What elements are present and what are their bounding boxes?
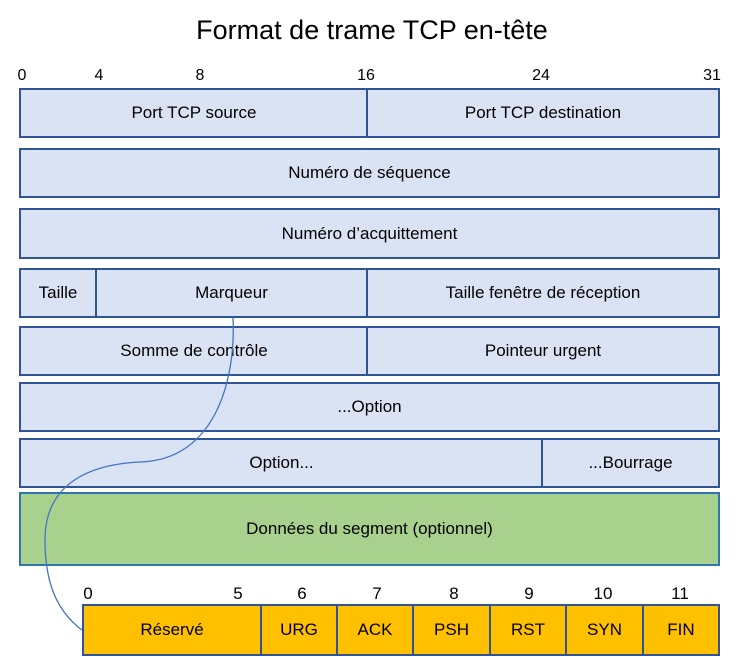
field-flags: Marqueur (95, 268, 368, 318)
flag-syn: SYN (565, 604, 644, 656)
bit-label-24: 24 (532, 67, 550, 84)
field-segment-data: Données du segment (optionnel) (19, 492, 720, 566)
bit-label-0: 0 (17, 67, 27, 84)
flag-index-10: 10 (593, 584, 613, 603)
bit-label-16: 16 (357, 67, 375, 84)
flag-index-11: 11 (671, 584, 689, 603)
flag-index-9: 9 (524, 584, 534, 603)
field-urgent-pointer: Pointeur urgent (366, 326, 720, 376)
flag-ack: ACK (336, 604, 414, 656)
field-destination-port: Port TCP destination (366, 88, 720, 138)
flag-psh: PSH (412, 604, 491, 656)
flag-reserved: Réservé (82, 604, 262, 656)
bit-label-8: 8 (195, 67, 205, 84)
field-window-size: Taille fenêtre de réception (366, 268, 720, 318)
diagram-title: Format de trame TCP en-tête (196, 15, 548, 45)
field-ack-number: Numéro d’acquittement (19, 208, 720, 259)
field-option: Option... (19, 438, 544, 488)
field-option-continued: ...Option (19, 382, 720, 432)
flag-index-5: 5 (233, 584, 243, 603)
field-sequence-number: Numéro de séquence (19, 148, 720, 198)
field-padding: ...Bourrage (541, 438, 720, 488)
flag-index-8: 8 (449, 584, 459, 603)
flag-index-6: 6 (297, 584, 307, 603)
flag-fin: FIN (642, 604, 720, 656)
flag-urg: URG (260, 604, 338, 656)
flag-index-7: 7 (372, 584, 382, 603)
bit-label-31: 31 (703, 67, 721, 84)
flag-rst: RST (489, 604, 567, 656)
flag-index-0: 0 (83, 584, 93, 603)
field-checksum: Somme de contrôle (19, 326, 369, 376)
bit-label-4: 4 (94, 67, 104, 84)
